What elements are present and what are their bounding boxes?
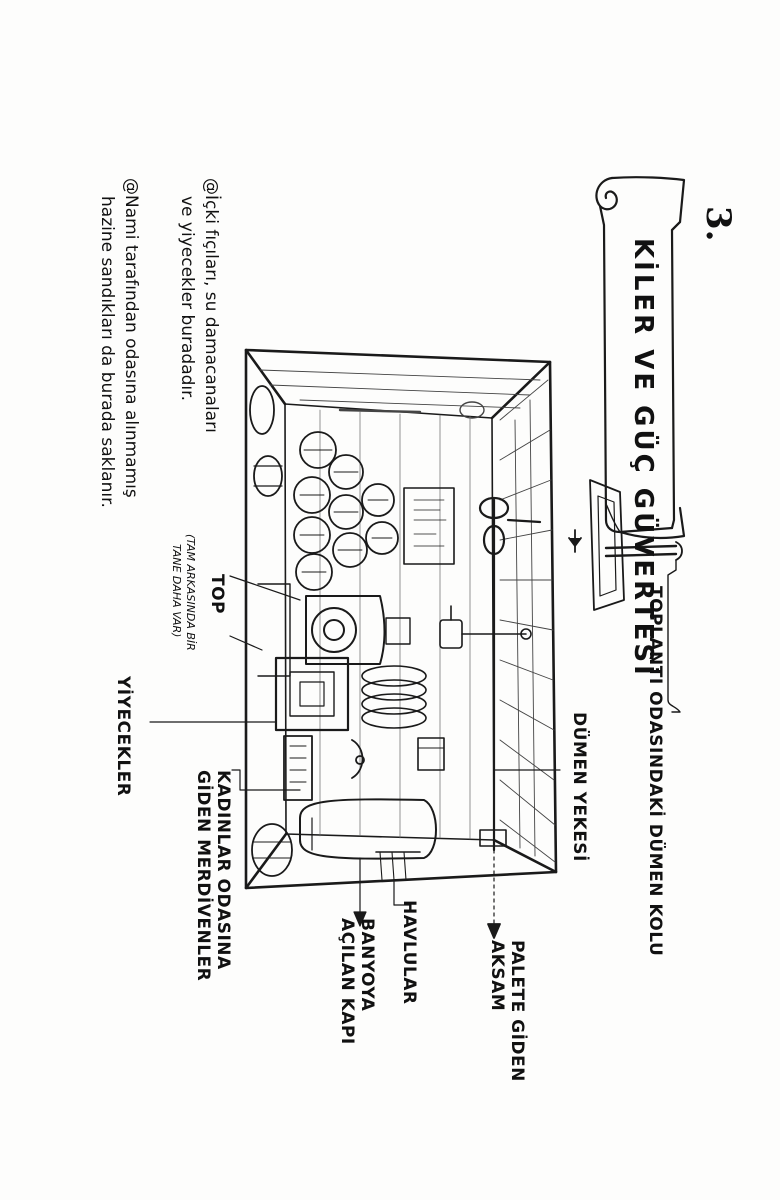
label-palette-1: PALETE GİDEN bbox=[507, 940, 527, 1082]
floor-barrel bbox=[251, 823, 293, 877]
wall-poster bbox=[403, 487, 455, 565]
label-cannon-note-2: TANE DAHA VAR) bbox=[170, 544, 183, 638]
helm-tiller bbox=[478, 496, 542, 852]
label-stairs-2: GİDEN MERDİVENLER bbox=[193, 770, 213, 982]
room-box bbox=[244, 348, 558, 890]
palette-arrow bbox=[487, 923, 501, 939]
label-stairs-1: KADINLAR ODASINA bbox=[213, 770, 233, 970]
food-crate bbox=[274, 656, 350, 732]
barrel-stack bbox=[293, 431, 399, 591]
floor-bucket bbox=[417, 737, 445, 771]
note-1-line-1: @İçki fıçıları, su damacanaları bbox=[201, 178, 221, 433]
cannon bbox=[257, 583, 411, 677]
label-meeting-room-helm: TOPLANTI ODASINDAKİ DÜMEN KOLU bbox=[645, 586, 665, 957]
label-cannon: TOP bbox=[207, 574, 227, 615]
label-palette-2: AKSAM bbox=[487, 940, 507, 1012]
water-jugs bbox=[249, 385, 283, 497]
label-bathroom-1: BANYOYA bbox=[357, 918, 377, 1012]
pointer-arrow bbox=[568, 529, 582, 553]
label-cannon-note-1: (TAM ARKASINDA BİR bbox=[184, 534, 197, 651]
bathroom-door-tub bbox=[299, 798, 437, 860]
page-number: 3. bbox=[698, 206, 738, 242]
label-helm-tiller: DÜMEN YEKESİ bbox=[569, 712, 589, 862]
helm-lever-platform bbox=[589, 479, 683, 611]
label-towels: HAVLULAR bbox=[399, 900, 419, 1005]
label-bathroom-2: AÇILAN KAPI bbox=[337, 918, 357, 1045]
note-2-line-2: hazine sandıkları da burada saklanır. bbox=[97, 196, 117, 508]
dish-stack bbox=[361, 665, 427, 729]
note-1-line-2: ve yiyecekler buradadır. bbox=[177, 196, 197, 401]
label-leaders bbox=[149, 575, 561, 927]
label-food: YİYECEKLER bbox=[113, 676, 133, 797]
ceiling-planks bbox=[259, 369, 541, 419]
towel-rack bbox=[375, 851, 421, 881]
meeting-room-leader bbox=[667, 559, 681, 713]
note-2-line-1: @Nami tarafından odasına alınmamış bbox=[121, 178, 141, 498]
women-room-stairs bbox=[283, 735, 365, 801]
title-banner-scroll bbox=[595, 176, 686, 540]
floor-planks bbox=[499, 379, 556, 863]
